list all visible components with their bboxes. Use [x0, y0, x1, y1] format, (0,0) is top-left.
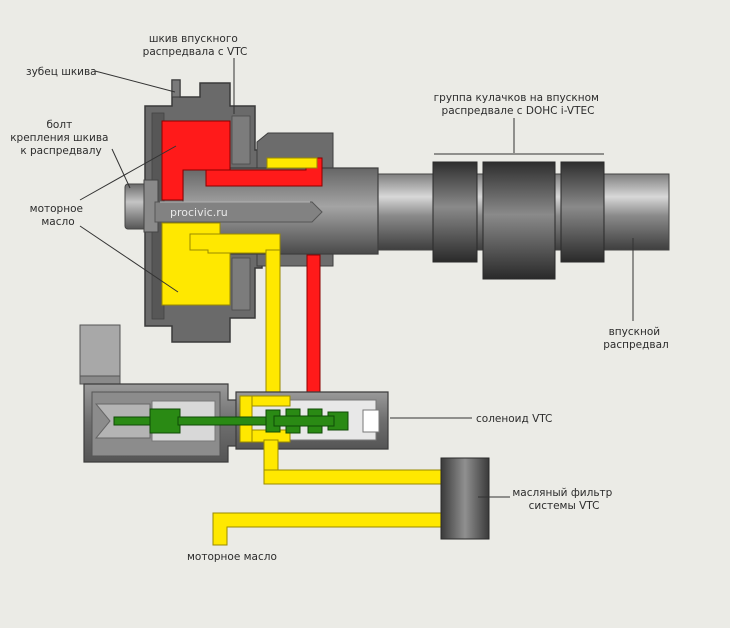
pulley-tooth	[171, 79, 181, 98]
solenoid-to-hub-red-line	[306, 254, 321, 398]
label-engine-oil: моторное масло	[30, 203, 87, 228]
cam-lobe-group	[432, 161, 605, 280]
cam-lobe-1	[432, 161, 478, 263]
cam-lobe-2	[482, 161, 556, 280]
oil-supply-lines	[212, 439, 445, 546]
cam-lobe-3	[560, 161, 605, 263]
solenoid-to-hub-yellow-line	[265, 249, 281, 398]
label-cam-group: группа кулачков на впускном распредвале …	[434, 92, 603, 117]
solenoid-spool	[113, 408, 349, 434]
advance-oil-passage	[205, 157, 323, 398]
watermark-text: procivic.ru	[170, 206, 228, 219]
leader-bolt	[111, 148, 131, 189]
label-vtc-solenoid: соленоид VTC	[476, 413, 552, 425]
label-vtc-oil-filter: масляный фильтр системы VTC	[512, 487, 615, 512]
leader-lines	[79, 58, 634, 498]
label-engine-oil-bottom: моторное масло	[187, 551, 277, 563]
leader-pulley-tooth	[94, 70, 176, 93]
vtc-oil-filter	[440, 457, 490, 540]
advance-oil-chamber	[161, 120, 231, 201]
solenoid-yellow-ports	[239, 395, 291, 443]
leader-engine-oil-red	[79, 145, 177, 201]
label-vtc-pulley: шкив впускного распредвала с VTC	[143, 33, 248, 58]
pulley-bolt: procivic.ru	[124, 179, 323, 233]
label-pulley-bolt: болт крепления шкива к распредвалу	[10, 119, 112, 157]
upper-yellow-channel	[266, 157, 318, 169]
labels: зубец шкива шкив впускного распредвала с…	[10, 33, 669, 563]
label-pulley-tooth: зубец шкива	[26, 66, 97, 78]
retard-oil-passage	[189, 157, 318, 398]
vtc-solenoid	[79, 324, 389, 463]
label-intake-camshaft: впускной распредвал	[603, 326, 668, 351]
leader-engine-oil-yellow	[79, 225, 179, 293]
